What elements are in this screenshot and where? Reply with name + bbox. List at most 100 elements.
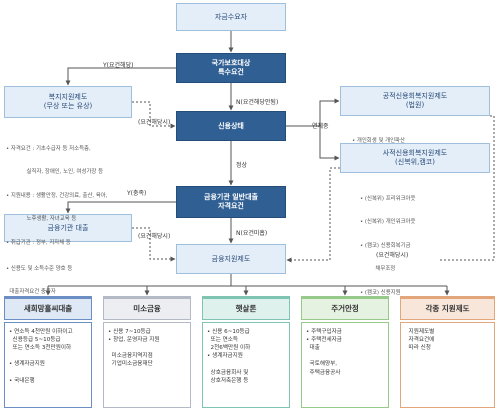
node-national-protection-line2: 특수요건 <box>218 68 244 76</box>
node-welfare-support-line1: 복지지원제도 <box>48 93 88 102</box>
column-line: 또는 연소득 3천만원이하 <box>9 345 72 352</box>
column-line: • 생계자금지원 <box>207 353 243 360</box>
column-line: 국토해양부, <box>306 361 338 368</box>
note-welfare-line: • 자격요건 : 기초수급자 등 저소득층, <box>6 145 91 152</box>
node-credit-status: 신용상태 <box>176 111 286 141</box>
column-line <box>9 352 87 360</box>
label-if-applicable-3: (요건해당시) <box>376 252 409 259</box>
node-finance-support-label: 금융지원제도 <box>211 254 251 263</box>
edge-bankloan-to-finance <box>132 227 176 262</box>
column-line: • 창업, 운영자금 지원 <box>108 337 160 344</box>
edge-credit-to-public <box>286 98 340 127</box>
column-body-microfinance: • 신용 7~10등급 • 창업, 운영자금 지원 미소금융지역지점 기업미소금… <box>103 322 191 408</box>
column-line: 따라 신청 <box>405 345 431 352</box>
note-private-credit-line: • (캠코) 신용회복기금 <box>360 242 411 249</box>
note-private-credit-line: 채무조정 <box>360 266 396 273</box>
column-line: 신용등급 5~10등급 <box>9 337 61 344</box>
node-private-credit: 사적신용회복지원제도 (신복위,캠코) <box>340 143 490 173</box>
node-finance-support: 금융지원제도 <box>176 244 286 274</box>
label-if-applicable-2: (요건해당시) <box>138 233 171 240</box>
column-title: 각종 지원제도 <box>425 304 470 314</box>
column-line: 지원제도별 <box>405 329 435 335</box>
column-line: 대출 <box>306 345 320 352</box>
column-line <box>108 344 186 352</box>
note-private-credit: • (신복위) 프리워크아웃 • (신복위) 개인워크아웃 • (캠코) 신용회… <box>360 180 415 305</box>
column-title: 새희망홀씨대출 <box>23 304 73 314</box>
label-n-not-applicable: N(요건해당안됨) <box>236 99 279 106</box>
edge-credit-to-private <box>319 126 340 161</box>
edge-public-to-finance <box>440 115 495 261</box>
node-public-credit-line2: (법원) <box>405 101 425 109</box>
column-line: • 국내은행 <box>9 377 35 384</box>
edge-private-to-finance <box>286 167 340 263</box>
note-welfare: • 자격요건 : 기초수급자 등 저소득층, 실직자, 장애인, 노인, 여성가… <box>6 130 107 255</box>
node-welfare-support: 복지지원제도 (무상 또는 유상) <box>4 86 132 118</box>
column-line <box>9 369 87 377</box>
node-public-credit-line1: 공적신용회복지원제도 <box>382 92 448 101</box>
label-y-applicable: Y(요건해당) <box>103 62 134 69</box>
node-bank-loan: 금융기관 대출 <box>4 214 132 242</box>
note-public-credit: • 개인회생 및 개인파산 <box>352 122 405 153</box>
column-line: 자격요건에 <box>405 337 435 344</box>
column-body-housing: • 주택구입자금 • 주택전세자금 대출 국토해양부, 주택금융공사 <box>301 322 389 408</box>
label-delinquent: 연체중 <box>312 123 329 130</box>
note-private-credit-line: • (캠코) 신용지원 <box>360 289 401 296</box>
column-header-housing: 주거안정 <box>301 296 389 320</box>
column-line: • 신용 7~10등급 <box>108 329 151 335</box>
column-line: 상호저축은행 등 <box>207 377 249 384</box>
column-line: 또는 연소득 <box>207 337 239 344</box>
column-body-new-hope: • 연소득 4천만원 이하이고 신용등급 5~10등급 또는 연소득 3천만원이… <box>4 322 92 408</box>
node-bank-loan-requirements-line1: 금융기관 일반대출 <box>204 193 258 202</box>
node-private-credit-line2: (신복위,캠코) <box>395 158 435 166</box>
column-header-microfinance: 미소금융 <box>103 296 191 320</box>
note-bank-loan-line: • 신용도 및 소득수준 양호 등 <box>6 265 73 272</box>
label-normal: 정상 <box>236 162 248 169</box>
column-line: 주택금융공사 <box>306 369 341 376</box>
note-private-credit-line: • (신복위) 프리워크아웃 <box>360 195 416 202</box>
edge-welfare-to-credit <box>132 101 176 129</box>
note-private-credit-line: • (신복위) 개인워크아웃 <box>360 219 416 226</box>
node-national-protection-line1: 국가보호대상 <box>211 59 251 68</box>
column-title: 미소금융 <box>133 304 161 314</box>
node-applicant: 자금수요자 <box>176 3 286 31</box>
column-line: • 주택전세자금 <box>306 337 342 344</box>
column-body-sunshine-loan: • 신용 6~10등급 또는 연소득 2천6백만원 이하 • 생계자금지원 상호… <box>202 322 290 408</box>
node-credit-status-label: 신용상태 <box>218 121 244 130</box>
edge-bankreq-to-bankloan <box>65 201 176 214</box>
node-bank-loan-label: 금융기관 대출 <box>47 223 89 232</box>
column-header-other-support: 각종 지원제도 <box>400 296 495 320</box>
column-header-new-hope: 새희망홀씨대출 <box>4 296 92 320</box>
column-line: 상호금융회사 및 <box>207 369 249 376</box>
label-if-applicable-1: (요건해당시) <box>138 119 171 126</box>
note-bank-loan: • 신용도 및 소득수준 양호 등 대출자격요건 충족자 <box>6 250 72 305</box>
node-welfare-support-line2: (무상 또는 유상) <box>43 102 93 110</box>
column-line: • 생계자금지원 <box>9 361 45 368</box>
column-title: 주거안정 <box>331 304 359 314</box>
column-line <box>207 360 285 368</box>
column-title: 햇살론 <box>235 304 257 314</box>
column-line: • 연소득 4천만원 이하이고 <box>9 329 73 335</box>
node-private-credit-line1: 사적신용회복지원제도 <box>382 149 448 158</box>
column-line: 미소금융지역지점 <box>108 353 153 360</box>
column-line: 2천6백만원 이하 <box>207 345 251 352</box>
label-n-unmet: N(요건미흡) <box>236 230 268 237</box>
note-welfare-line: 실직자, 장애인, 노인, 여성가장 등 <box>6 169 104 176</box>
column-line: • 신용 6~10등급 <box>207 329 250 335</box>
column-line <box>306 352 384 360</box>
note-public-credit-line: • 개인회생 및 개인파산 <box>352 137 405 144</box>
note-welfare-line: • 취급기관 : 정부, 지자체 등 <box>6 239 71 246</box>
column-body-other-support: 지원제도별 자격요건에 따라 신청 <box>400 322 495 408</box>
note-welfare-line: 노후생활, 자녀교육 등 <box>6 216 77 223</box>
node-bank-loan-requirements: 금융기관 일반대출 자격요건 <box>176 186 286 218</box>
node-applicant-label: 자금수요자 <box>214 12 248 21</box>
label-y-satisfied: Y(충족) <box>127 190 147 197</box>
note-welfare-line: • 지원내용 : 생활안정, 건강의료, 출산, 육아, <box>6 192 108 199</box>
column-line: 기업미소금융재단 <box>108 361 153 368</box>
node-bank-loan-requirements-line2: 자격요건 <box>218 202 244 210</box>
edge-protection-to-welfare <box>65 67 176 86</box>
node-national-protection: 국가보호대상 특수요건 <box>176 53 286 83</box>
node-public-credit: 공적신용회복지원제도 (법원) <box>340 86 490 116</box>
note-bank-loan-line: 대출자격요건 충족자 <box>6 289 56 296</box>
column-header-sunshine-loan: 햇살론 <box>202 296 290 320</box>
